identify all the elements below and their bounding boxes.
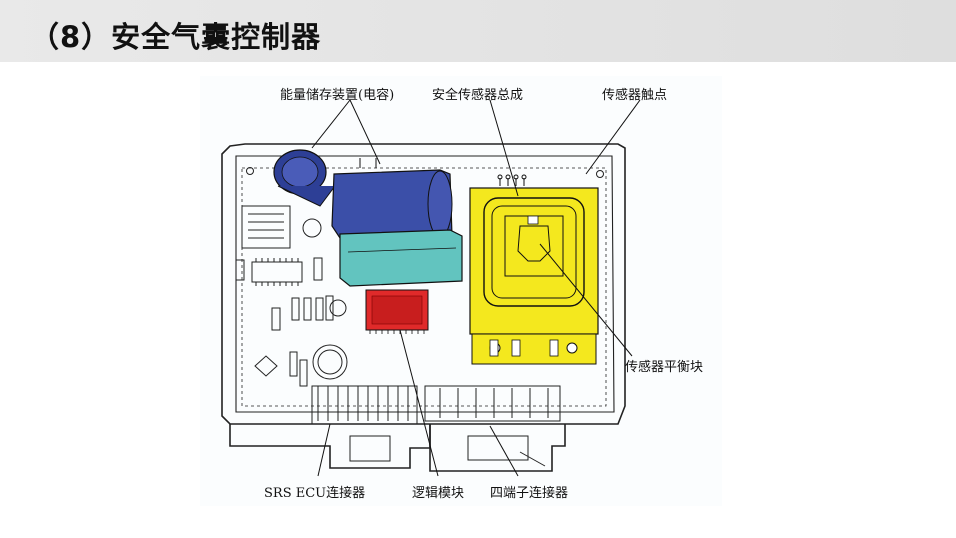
title-bar: （8）安全气囊控制器	[0, 0, 956, 62]
capacitor-cylinder	[273, 149, 336, 207]
label-four-pin-connector: 四端子连接器	[490, 486, 569, 501]
teal-module	[339, 229, 463, 287]
label-capacitor: 能量储存装置(电容)	[280, 88, 395, 103]
label-balance-block: 传感器平衡块	[625, 360, 704, 375]
label-sensor-assembly: 安全传感器总成	[432, 88, 524, 103]
capacitor-block	[331, 158, 453, 239]
safety-sensor-assembly	[469, 174, 599, 365]
label-sensor-contact: 传感器触点	[602, 88, 668, 103]
housing	[221, 143, 626, 472]
label-srs-connector: SRS ECU连接器	[264, 486, 366, 501]
airbag-controller-diagram: 能量储存装置(电容) 安全传感器总成 传感器触点 传感器平衡块 SRS ECU连…	[200, 76, 722, 506]
logic-module-chip	[365, 289, 429, 334]
diagram-drawing	[221, 99, 641, 477]
page-title: （8）安全气囊控制器	[30, 20, 322, 54]
pcb-components	[235, 167, 604, 467]
leader-lines	[311, 99, 641, 477]
label-logic-module: 逻辑模块	[412, 486, 465, 501]
